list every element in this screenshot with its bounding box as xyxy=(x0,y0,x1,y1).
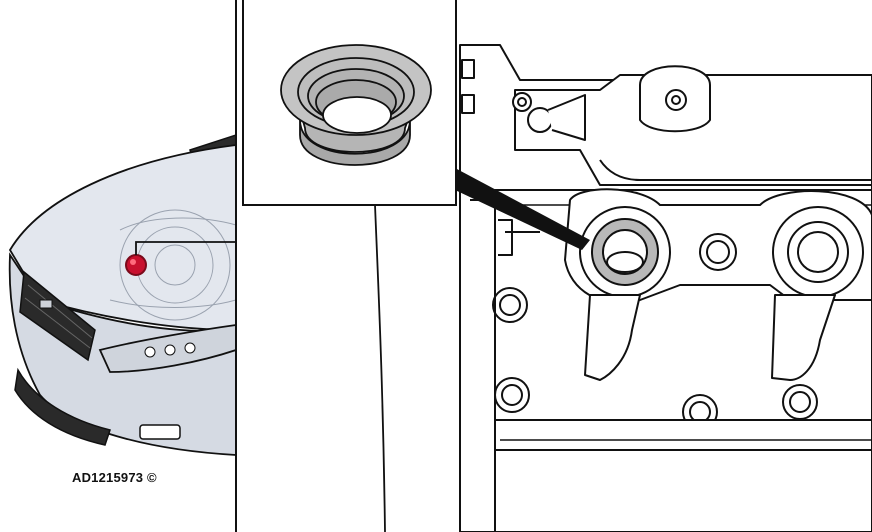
badge xyxy=(39,299,53,309)
lower-intake xyxy=(14,367,111,446)
car-front-view xyxy=(8,134,236,456)
marker-leader-line xyxy=(135,241,236,255)
callout-pointer xyxy=(455,168,590,250)
location-marker xyxy=(125,254,147,276)
seal-detail-inset xyxy=(242,0,457,206)
seal-ring-icon xyxy=(280,44,432,166)
engine-detail-view xyxy=(374,44,872,532)
fog-light xyxy=(139,424,181,440)
car-hood xyxy=(8,144,236,331)
reference-code: AD1215973 © xyxy=(72,470,157,485)
